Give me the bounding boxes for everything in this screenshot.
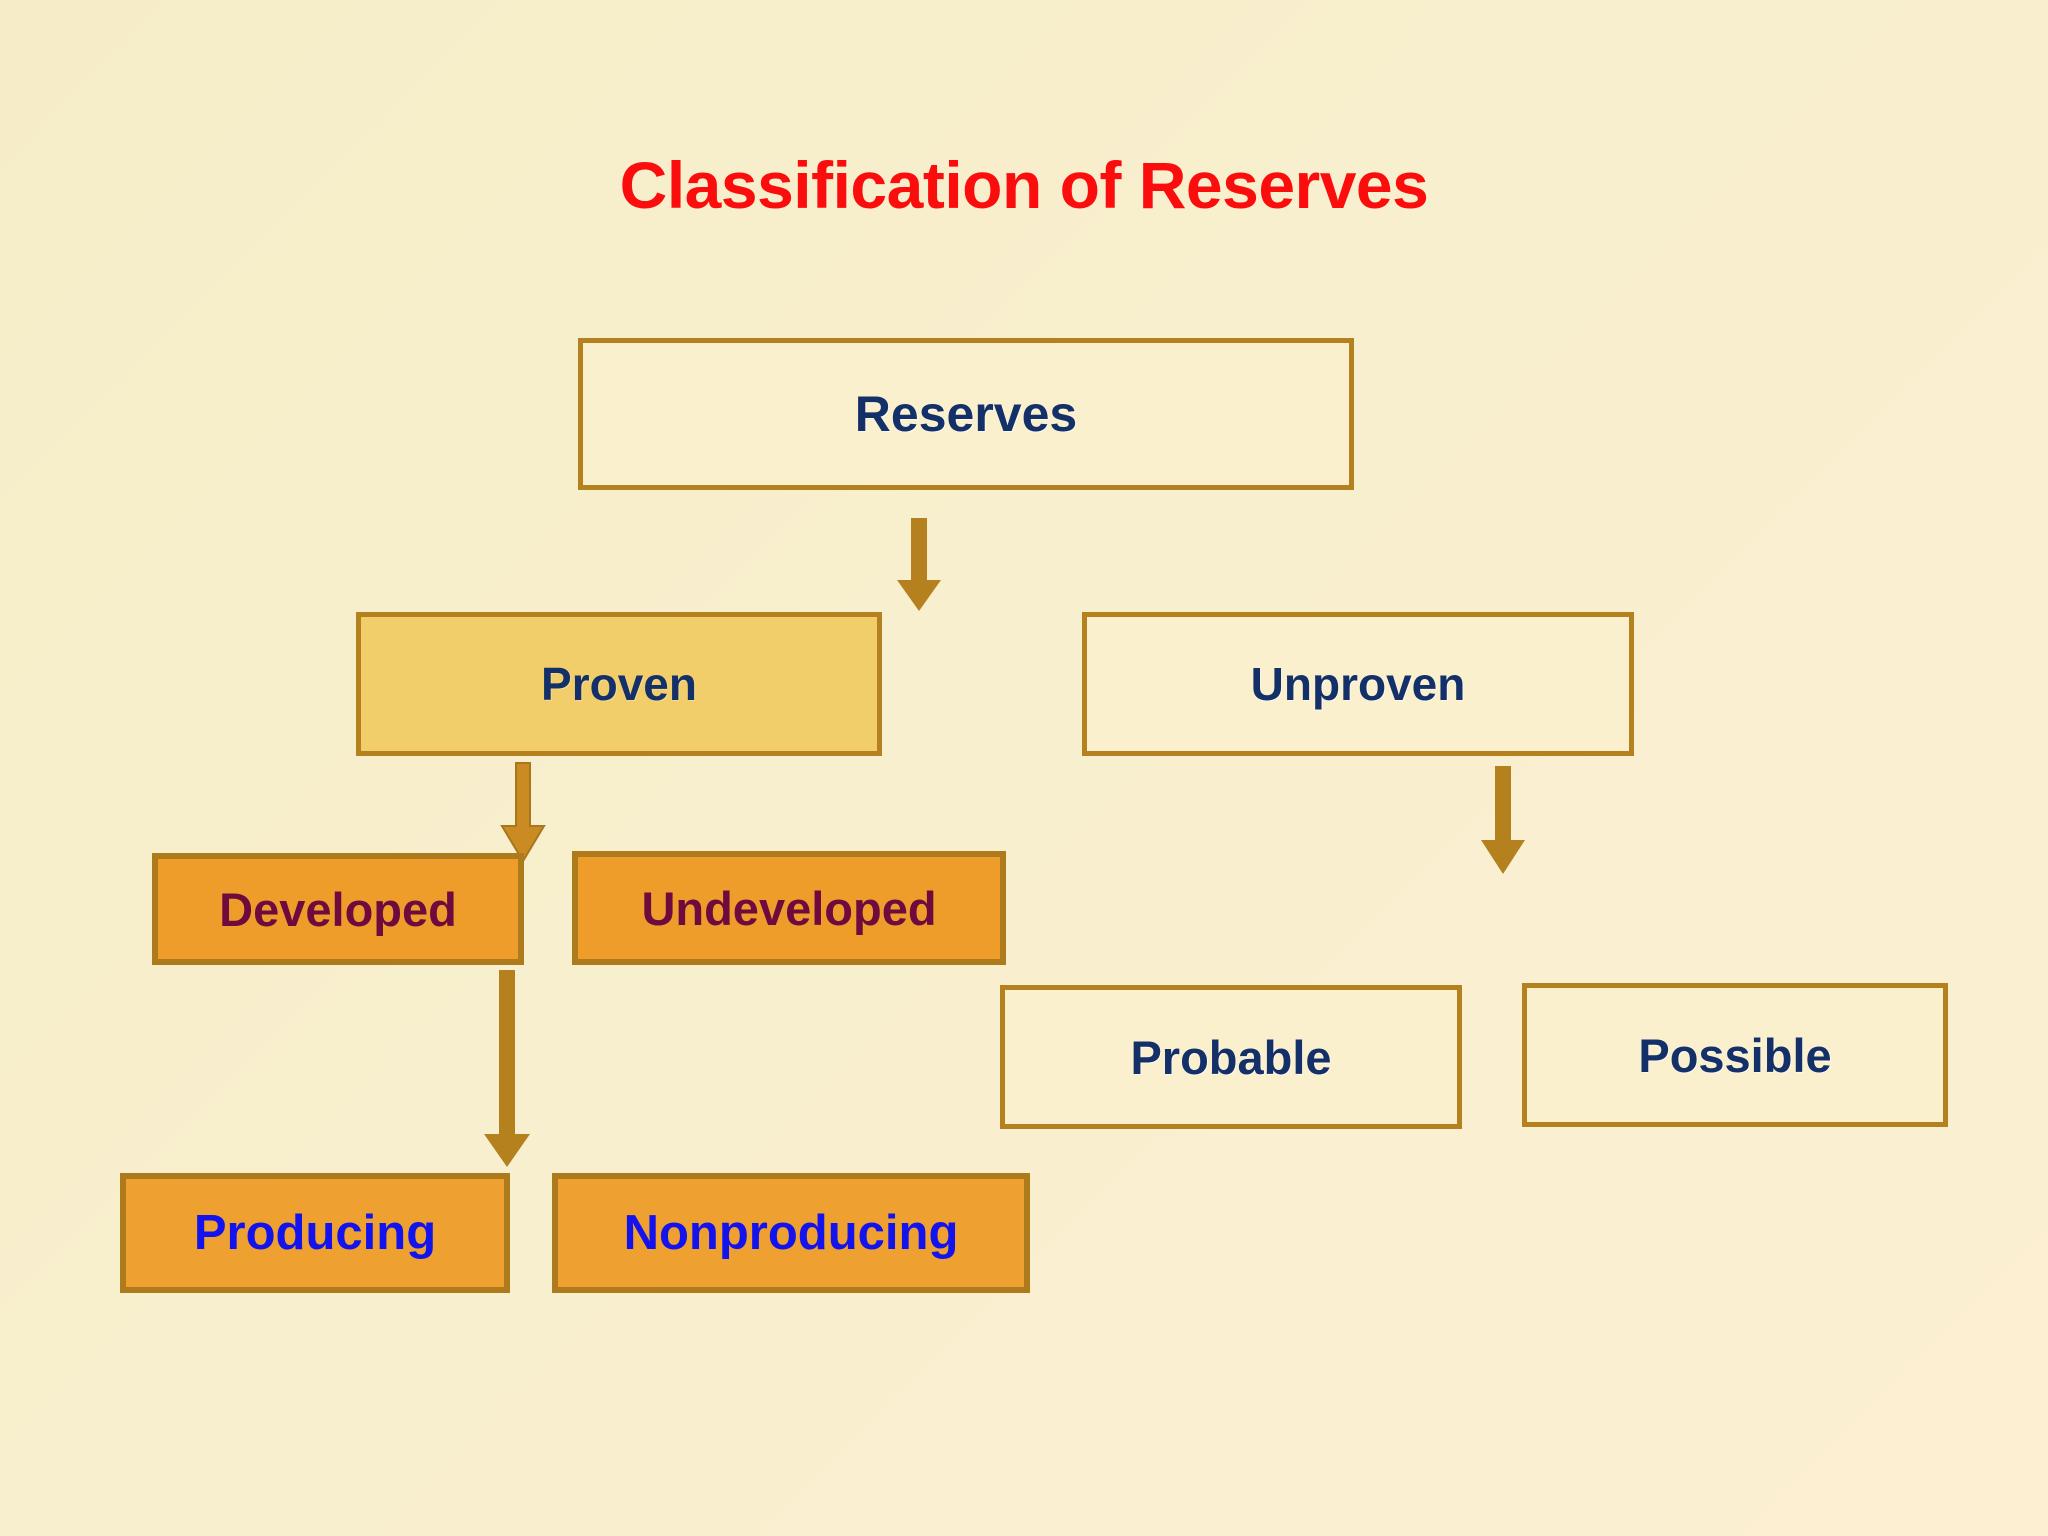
node-nonproducing-label: Nonproducing	[623, 1205, 959, 1260]
node-producing-label: Producing	[193, 1205, 437, 1260]
node-proven-label: Proven	[541, 658, 697, 710]
node-nonproducing[interactable]: Nonproducing	[552, 1173, 1030, 1293]
node-probable-label: Probable	[1130, 1030, 1332, 1084]
node-developed[interactable]: Developed	[152, 853, 524, 965]
arrow-unproven-to-probable	[1480, 766, 1526, 876]
node-proven[interactable]: Proven	[356, 612, 882, 756]
arrow-developed-to-producing	[482, 970, 532, 1170]
node-reserves[interactable]: Reserves	[578, 338, 1354, 490]
arrow-proven-to-developed	[500, 762, 546, 864]
node-possible[interactable]: Possible	[1522, 983, 1948, 1127]
page-title: Classification of Reserves	[619, 148, 1429, 222]
arrow-reserves-to-proven	[896, 518, 942, 612]
node-possible-label: Possible	[1638, 1028, 1832, 1082]
node-probable[interactable]: Probable	[1000, 985, 1462, 1129]
node-undeveloped[interactable]: Undeveloped	[572, 851, 1006, 965]
node-undeveloped-label: Undeveloped	[641, 881, 937, 935]
node-unproven[interactable]: Unproven	[1082, 612, 1634, 756]
node-unproven-label: Unproven	[1250, 658, 1466, 710]
node-developed-label: Developed	[219, 882, 457, 936]
node-producing[interactable]: Producing	[120, 1173, 510, 1293]
node-reserves-label: Reserves	[854, 386, 1078, 442]
